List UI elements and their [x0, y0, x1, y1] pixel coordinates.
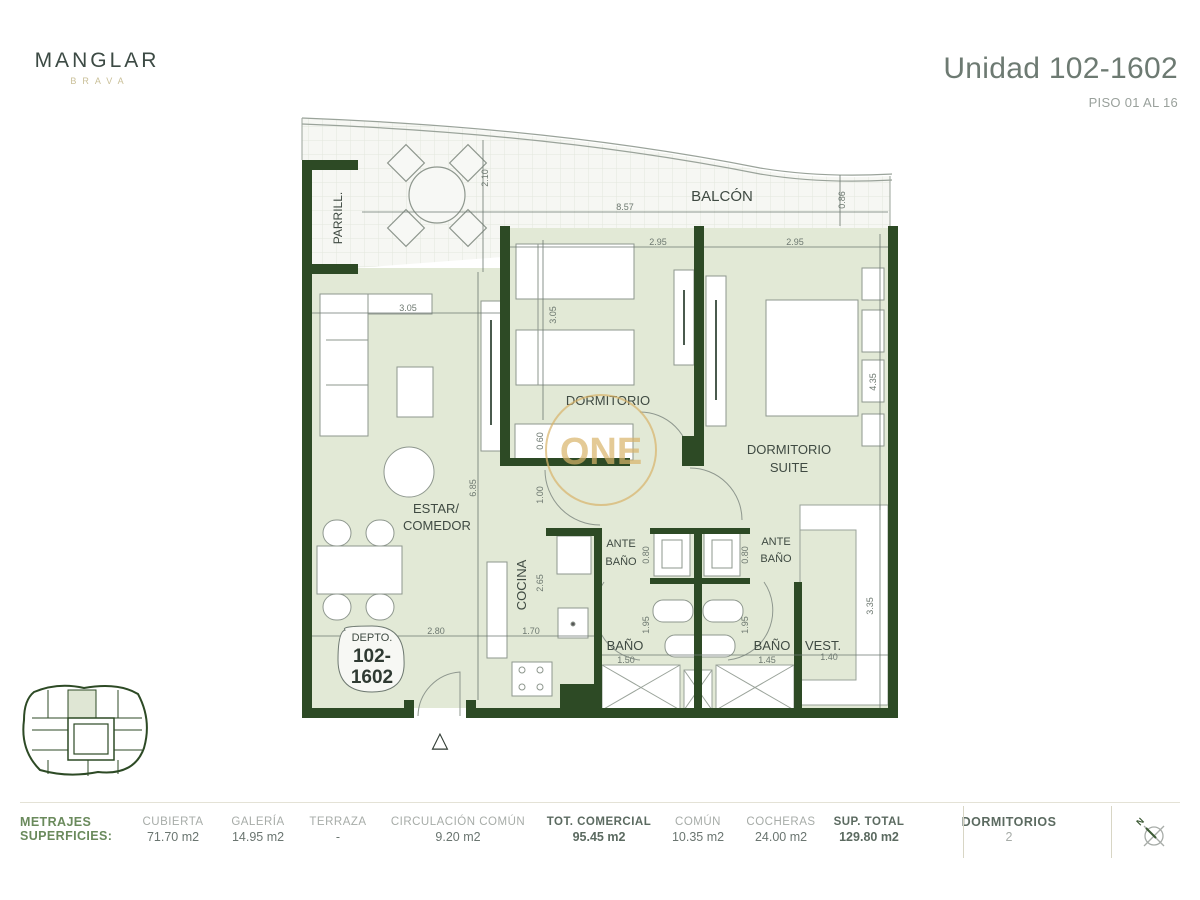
- dim-bath-left-width: 1.50: [617, 655, 635, 665]
- metric-header: SUP. TOTAL: [833, 816, 905, 828]
- metric-comun: COMÚN 10.35 m2: [658, 815, 738, 845]
- compass-north-icon: N: [1134, 816, 1165, 847]
- metric-value: 95.45 m2: [572, 830, 626, 844]
- room-label-suite-1: DORMITORIO: [747, 442, 831, 457]
- metric-tot-comercial: TOT. COMERCIAL 95.45 m2: [540, 815, 658, 845]
- dim-living-depth: 6.85: [468, 479, 478, 497]
- room-label-ante-right-2: BAÑO: [760, 552, 792, 565]
- metrics-label-line1: METRAJES: [20, 815, 92, 829]
- unit-badge: DEPTO. 102- 1602: [337, 625, 405, 693]
- metric-header: TERRAZA: [309, 816, 367, 828]
- room-label-closet: VEST.: [805, 638, 841, 653]
- balcony-table: [386, 143, 488, 248]
- bedroom-furniture: [514, 243, 885, 461]
- metric-value: 2: [1005, 830, 1013, 844]
- metric-header: TOT. COMERCIAL: [546, 816, 652, 828]
- compass-label: N: [1134, 816, 1146, 828]
- room-label-grill: PARRILL.: [331, 192, 345, 244]
- dim-bath-left-depth: 1.95: [641, 616, 651, 634]
- brand-name: MANGLAR: [34, 49, 160, 72]
- walls: [302, 160, 898, 718]
- metric-header: CIRCULACIÓN COMÚN: [390, 816, 526, 828]
- dim-living-width: 3.05: [399, 303, 417, 313]
- dim-kitchen-width: 1.70: [522, 626, 540, 636]
- metric-terraza: TERRAZA -: [300, 815, 376, 845]
- dim-suite-depth: 4.35: [868, 373, 878, 391]
- dim-closet-length: 3.35: [865, 597, 875, 615]
- dim-suite-width: 2.95: [786, 237, 804, 247]
- metric-circulacion: CIRCULACIÓN COMÚN 9.20 m2: [376, 815, 540, 845]
- brand-logo: MANGLAR BRAVA: [24, 49, 170, 87]
- dim-bath-right-width: 1.45: [758, 655, 776, 665]
- dim-balcony-depth-left: 2.10: [480, 169, 490, 187]
- building-key-plan: [22, 684, 148, 776]
- metric-header: COMÚN: [675, 816, 721, 828]
- dim-closet-depth: 0.60: [535, 432, 545, 450]
- metric-header: CUBIERTA: [142, 816, 204, 828]
- brand-subtitle: BRAVA: [70, 76, 130, 86]
- room-label-living-2: COMEDOR: [403, 518, 471, 533]
- unit-badge-line2: 1602: [351, 667, 393, 688]
- metric-value: 24.00 m2: [754, 830, 808, 844]
- metrics-label: METRAJES SUPERFICIES:: [20, 815, 130, 843]
- metric-galeria: GALERÍA 14.95 m2: [216, 815, 300, 845]
- floor-plan: BALCÓN PARRILL. ESTAR/ COMEDOR DORMITORI…: [301, 117, 898, 753]
- metric-dormitorios: DORMITORIOS 2: [936, 815, 1082, 845]
- footer-divider: [20, 802, 1180, 803]
- dim-ante-left: 0.80: [641, 546, 651, 564]
- dim-balcony-width: 8.57: [616, 202, 634, 212]
- dimension-lines: [312, 140, 888, 708]
- bath-fixtures: [652, 531, 744, 658]
- metric-value: -: [335, 830, 341, 844]
- unit-title: Unidad 102-1602: [943, 52, 1178, 85]
- metric-header: COCHERAS: [746, 816, 816, 828]
- entry-marker-icon: △: [432, 728, 449, 753]
- metrics-separator: [1111, 806, 1112, 858]
- metric-value: 9.20 m2: [435, 830, 481, 844]
- kitchen-fixtures: [486, 535, 592, 697]
- dim-bedroom-width: 2.95: [649, 237, 667, 247]
- metric-value: 10.35 m2: [671, 830, 725, 844]
- room-label-living-1: ESTAR/: [413, 501, 459, 516]
- dim-balcony-depth-right: 0.86: [837, 191, 847, 209]
- metric-value: 14.95 m2: [231, 830, 285, 844]
- metrics-separator: [963, 806, 964, 858]
- room-label-suite-2: SUITE: [770, 460, 809, 475]
- dim-bedroom-depth: 3.05: [548, 306, 558, 324]
- dim-bath-right-depth: 1.95: [740, 616, 750, 634]
- metrics-bar: METRAJES SUPERFICIES: CUBIERTA 71.70 m2 …: [20, 815, 1082, 865]
- metric-header: DORMITORIOS: [961, 815, 1057, 829]
- room-label-kitchen: COCINA: [514, 559, 529, 610]
- dim-hall-width: 1.00: [535, 486, 545, 504]
- watermark-text: ONE: [560, 431, 642, 473]
- metric-cocheras: COCHERAS 24.00 m2: [738, 815, 824, 845]
- unit-badge-line1: 102-: [353, 646, 391, 667]
- dim-dining-width: 2.80: [427, 626, 445, 636]
- dim-ante-right: 0.80: [740, 546, 750, 564]
- dim-closet-width: 1.40: [820, 652, 838, 662]
- room-label-bath-right: BAÑO: [754, 638, 791, 653]
- metric-cubierta: CUBIERTA 71.70 m2: [130, 815, 216, 845]
- metric-value: 71.70 m2: [146, 830, 200, 844]
- metrics-label-line2: SUPERFICIES:: [20, 829, 113, 843]
- floor-range: PISO 01 AL 16: [1088, 95, 1178, 110]
- watermark-logo: ONE: [545, 394, 657, 506]
- unit-badge-label: DEPTO.: [352, 632, 393, 644]
- room-label-ante-left-2: BAÑO: [605, 555, 637, 568]
- room-label-balcony: BALCÓN: [691, 188, 753, 205]
- metric-value: 129.80 m2: [839, 830, 899, 844]
- living-furniture: [316, 293, 502, 621]
- room-label-ante-right-1: ANTE: [761, 536, 790, 548]
- room-label-ante-left-1: ANTE: [606, 538, 635, 550]
- room-label-bath-left: BAÑO: [607, 638, 644, 653]
- metric-header: GALERÍA: [231, 816, 285, 828]
- dim-kitchen-depth: 2.65: [535, 574, 545, 592]
- metric-sup-total: SUP. TOTAL 129.80 m2: [824, 815, 914, 845]
